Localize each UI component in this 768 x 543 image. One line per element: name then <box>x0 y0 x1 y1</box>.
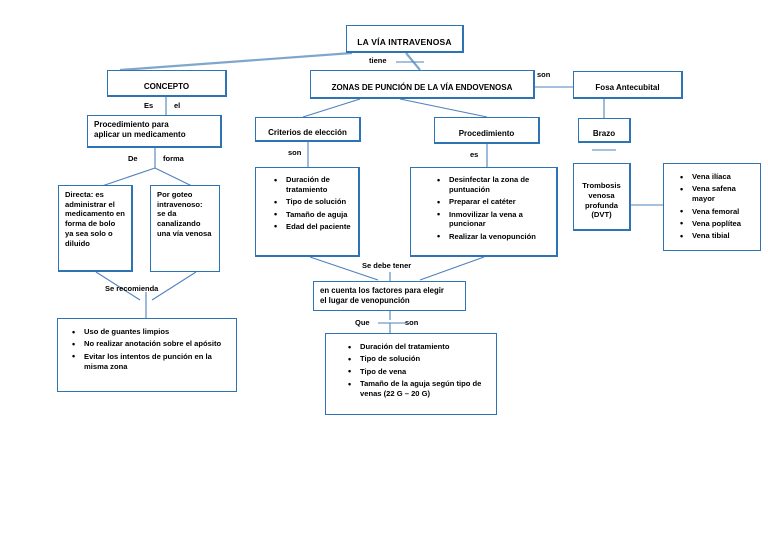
list-item: No realizar anotación sobre el apósito <box>72 339 230 351</box>
factores-list: Duración del tratamiento Tipo de solució… <box>344 342 492 399</box>
list-item: Duración del tratamiento <box>348 342 492 354</box>
node-procedimiento-aplicar-line1: Procedimiento para <box>94 120 169 129</box>
node-title-text: LA VÍA INTRAVENOSA <box>357 37 452 48</box>
list-item: Vena poplítea <box>680 218 756 230</box>
list-item: Tipo de solución <box>348 354 492 366</box>
node-factores-list: Duración del tratamiento Tipo de solució… <box>325 333 497 415</box>
list-item: Edad del paciente <box>274 221 354 233</box>
node-trombosis-line4: (DVT) <box>591 210 612 220</box>
list-item: Tamaño de la aguja según tipo de venas (… <box>348 379 492 399</box>
procedimiento-list: Desinfectar la zona de puntuación Prepar… <box>433 175 552 243</box>
list-item: Realizar la venopunción <box>437 231 552 243</box>
connector-label-el: el <box>174 101 181 110</box>
node-criterios-eleccion: Criterios de elección <box>255 117 361 142</box>
node-trombosis-line2: venosa <box>588 190 615 200</box>
node-procedimiento-aplicar: Procedimiento para aplicar un medicament… <box>87 115 222 148</box>
node-goteo-text: Por goteo intravenoso: se da canalizando… <box>157 190 212 238</box>
node-title: LA VÍA INTRAVENOSA <box>346 25 464 53</box>
connector-label-de: De <box>128 154 138 163</box>
connector-label-se-debe-tener: Se debe tener <box>362 261 412 270</box>
list-item: Inmovilizar la vena a puncionar <box>437 209 552 230</box>
list-item: Tipo de vena <box>348 366 492 378</box>
connector-label-es: Es <box>144 101 154 110</box>
connector-label-que: Que <box>355 318 370 327</box>
list-item: Vena ilíaca <box>680 172 756 184</box>
connector-label-son-criterios: son <box>288 148 302 157</box>
venas-list: Vena ilíaca Vena safena mayor Vena femor… <box>676 172 756 243</box>
node-trombosis-line3: profunda <box>585 200 618 210</box>
node-procedimiento-text: Procedimiento <box>458 128 515 138</box>
recomendaciones-list: Uso de guantes limpios No realizar anota… <box>68 327 230 371</box>
node-procedimiento-aplicar-line2: aplicar un medicamento <box>94 130 186 140</box>
node-brazo-text: Brazo <box>592 128 616 138</box>
node-procedimiento: Procedimiento <box>434 117 540 144</box>
node-trombosis-line1: Trombosis <box>582 181 621 191</box>
connector-label-son-factores: son <box>405 318 419 327</box>
node-factores-line1: en cuenta los factores para elegir <box>320 286 444 295</box>
node-concepto: CONCEPTO <box>107 70 227 97</box>
node-fosa-antecubital-text: Fosa Antecubital <box>595 83 660 93</box>
list-item: Preparar el catéter <box>437 197 552 209</box>
node-brazo: Brazo <box>578 118 631 143</box>
list-item: Tamaño de aguja <box>274 209 354 221</box>
list-item: Vena safena mayor <box>680 184 756 204</box>
node-fosa-antecubital: Fosa Antecubital <box>573 71 683 99</box>
node-procedimiento-list: Desinfectar la zona de puntuación Prepar… <box>410 167 558 257</box>
connector-label-tiene: tiene <box>369 56 387 65</box>
list-item: Uso de guantes limpios <box>72 327 230 339</box>
node-criterios-list: Duración de tratamiento Tipo de solución… <box>255 167 360 257</box>
node-factores-line2: el lugar de venopunción <box>320 295 410 305</box>
connector-label-son-fosa: son <box>537 70 551 79</box>
connector-label-forma: forma <box>163 154 184 163</box>
node-concepto-text: CONCEPTO <box>143 81 190 91</box>
list-item: Vena tibial <box>680 231 756 243</box>
node-zonas-puncion: ZONAS DE PUNCIÓN DE LA VÍA ENDOVENOSA <box>310 70 535 99</box>
node-criterios-eleccion-text: Criterios de elección <box>268 127 347 137</box>
node-directa-text: Directa: es administrar el medicamento e… <box>65 190 125 248</box>
node-goteo: Por goteo intravenoso: se da canalizando… <box>150 185 220 272</box>
connector-label-es-procedimiento: es <box>470 150 479 159</box>
connector-label-se-recomienda: Se recomienda <box>105 284 159 293</box>
list-item: Desinfectar la zona de puntuación <box>437 175 552 195</box>
node-recomendaciones: Uso de guantes limpios No realizar anota… <box>57 318 237 392</box>
list-item: Tipo de solución <box>274 197 354 209</box>
node-trombosis: Trombosis venosa profunda (DVT) <box>573 163 631 231</box>
criterios-list: Duración de tratamiento Tipo de solución… <box>270 175 354 233</box>
node-zonas-puncion-text: ZONAS DE PUNCIÓN DE LA VÍA ENDOVENOSA <box>331 82 513 92</box>
node-factores: en cuenta los factores para elegir el lu… <box>313 281 466 311</box>
list-item: Duración de tratamiento <box>274 175 354 195</box>
node-venas-list: Vena ilíaca Vena safena mayor Vena femor… <box>663 163 761 251</box>
node-directa: Directa: es administrar el medicamento e… <box>58 185 133 272</box>
list-item: Evitar los intentos de punción en la mis… <box>72 351 230 372</box>
list-item: Vena femoral <box>680 206 756 218</box>
